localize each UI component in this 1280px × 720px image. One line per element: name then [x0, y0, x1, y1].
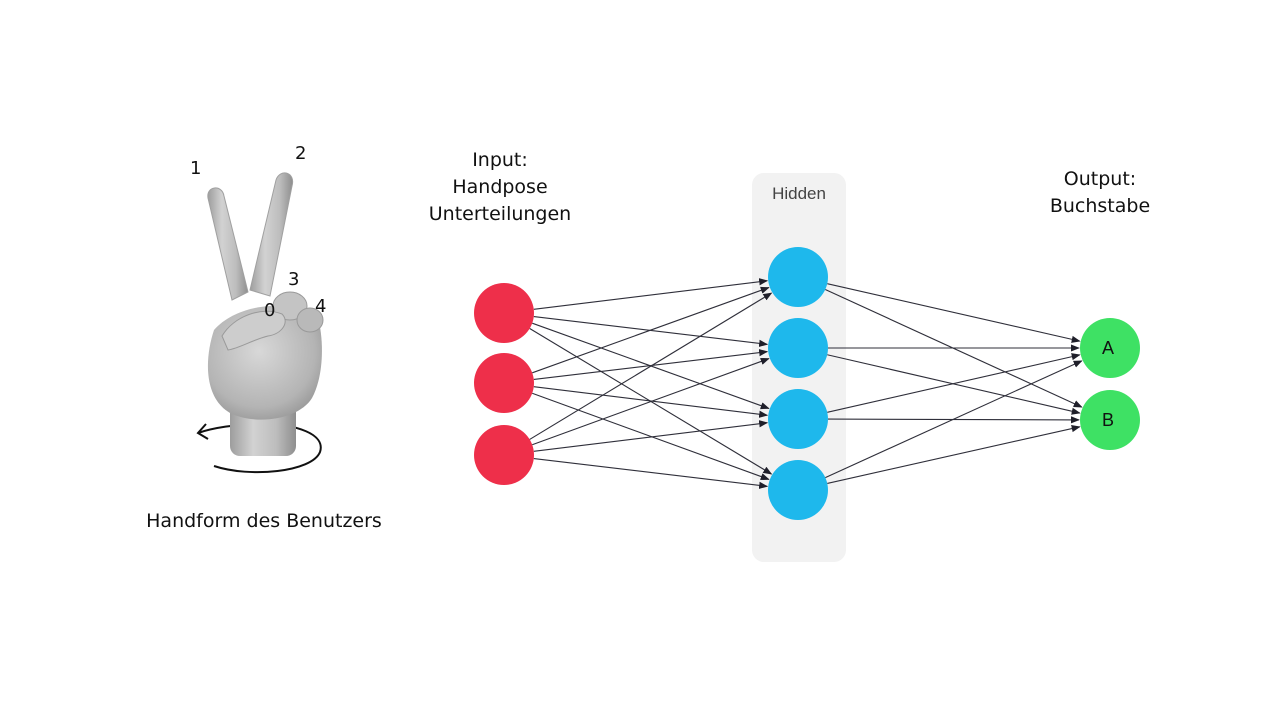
hand-middle-finger — [249, 172, 294, 297]
hand-ring-knuckle — [272, 291, 308, 321]
hand-caption: Handform des Benutzers — [146, 510, 382, 532]
input-title-line-2: Handpose — [452, 176, 548, 198]
edge-input-3-to-hidden-3 — [533, 420, 769, 452]
hand-pinky-knuckle — [296, 307, 324, 333]
output-node-label-B: B — [1102, 410, 1114, 430]
edge-input-2-to-hidden-4 — [532, 392, 770, 481]
edge-input-3-to-hidden-4 — [533, 458, 769, 489]
finger-label-1: 1 — [190, 158, 202, 179]
output-node-1 — [1080, 318, 1140, 378]
input-node-3 — [474, 425, 534, 485]
edge-input-2-to-hidden-3 — [533, 386, 769, 418]
output-node-label-A: A — [1102, 338, 1114, 358]
edge-hidden-3-to-output-1 — [827, 353, 1081, 413]
input-title-line-1: Input: — [472, 149, 528, 171]
edge-hidden-1-to-output-1 — [827, 283, 1081, 343]
hidden-node-1 — [768, 247, 828, 307]
edge-hidden-4-to-output-1 — [825, 360, 1083, 479]
input-title-line-3: Unterteilungen — [428, 203, 572, 225]
finger-label-0: 0 — [264, 300, 276, 321]
output-title-line-2: Buchstabe — [1049, 195, 1151, 217]
edge-input-3-to-hidden-2 — [532, 357, 770, 446]
network-edges — [529, 278, 1083, 489]
output-node-2 — [1080, 390, 1140, 450]
hidden-layer-title: Hidden — [772, 184, 826, 203]
hidden-node-2 — [768, 318, 828, 378]
finger-label-2: 2 — [295, 143, 307, 164]
rotation-arrow-head-icon — [196, 423, 209, 440]
edge-input-1-to-hidden-1 — [533, 278, 769, 310]
finger-label-4: 4 — [315, 296, 327, 317]
output-layer-title: Output: Buchstabe — [1010, 166, 1190, 220]
hidden-node-3 — [768, 389, 828, 449]
output-title-line-1: Output: — [1063, 168, 1137, 190]
input-node-2 — [474, 353, 534, 413]
input-node-1 — [474, 283, 534, 343]
hand-illustration — [196, 172, 324, 474]
edge-input-2-to-hidden-2 — [533, 349, 769, 380]
edge-input-3-to-hidden-1 — [529, 292, 773, 440]
edge-hidden-4-to-output-2 — [827, 425, 1081, 484]
hand-thumb — [221, 310, 286, 351]
edge-input-2-to-hidden-1 — [532, 286, 770, 374]
finger-label-3: 3 — [288, 269, 300, 290]
input-layer-title: Input: Handpose Unterteilungen — [400, 147, 600, 228]
network-nodes: AB — [474, 247, 1140, 520]
hidden-node-4 — [768, 460, 828, 520]
hand-index-finger — [207, 187, 249, 301]
